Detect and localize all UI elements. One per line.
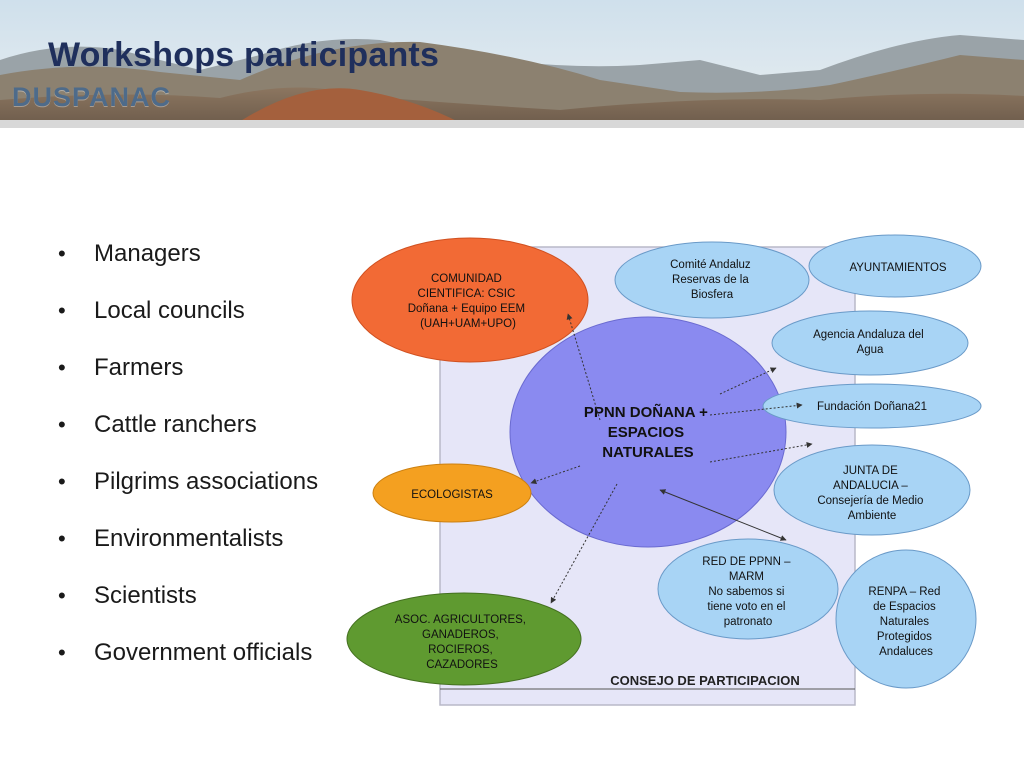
node-comite-andaluz [614,241,810,319]
arrow-asoc [550,483,618,604]
node-junta-label: JUNTA DE ANDALUCIA – Consejería de Medio… [817,465,926,522]
node-fundacion-donana21 [762,383,982,429]
list-item: Government officials [58,635,318,692]
node-ecologistas-label: ECOLOGISTAS [411,489,493,501]
header-banner [0,0,1024,128]
panel-label: CONSEJO DE PARTICIPACION [610,673,799,688]
center-line: ESPACIOS [608,424,684,441]
arrow-red-ppnn [659,489,787,541]
arrow-ecologistas [530,465,581,485]
node-asoc-label: ASOC. AGRICULTORES, GANADEROS, ROCIEROS,… [395,614,529,671]
list-item: Pilgrims associations [58,464,318,521]
duspanac-logo: DUSPANAC [12,82,172,112]
node-comite-label: Comité Andaluz Reservas de la Biosfera [670,259,754,301]
connector-arrows [530,313,813,604]
node-asoc-agricultores [346,592,582,686]
node-ecologistas [372,463,532,523]
arrow-fundacion [709,402,803,416]
node-renpa [835,549,977,689]
node-renpa-label: RENPA – Red de Espacios Naturales Proteg… [868,586,943,658]
node-fundacion-label: Fundación Doñana21 [817,401,927,413]
list-item: Local councils [58,293,318,350]
center-node-label: PPNN DOÑANA + ESPACIOS NATURALES [584,403,712,461]
node-agencia-label: Agencia Andaluza del Agua [813,329,927,356]
node-red-label: RED DE PPNN – MARM No sabemos si tiene v… [702,556,793,628]
arrow-junta [709,441,813,463]
center-line: NATURALES [602,444,693,461]
list-item: Scientists [58,578,318,635]
list-item: Cattle ranchers [58,407,318,464]
node-agencia-agua [771,310,969,376]
node-comunidad-cientifica [351,237,589,363]
list-item: Environmentalists [58,521,318,578]
node-ayuntamientos-label: AYUNTAMIENTOS [849,262,946,274]
node-ayuntamientos [808,234,982,298]
page-title: Workshops participants [48,36,440,74]
arrow-comunidad [566,313,601,421]
center-line: PPNN DOÑANA + [584,403,708,421]
mountain-landscape-image [0,0,1024,128]
list-item: Farmers [58,350,318,407]
node-comunidad-label: COMUNIDAD CIENTIFICA: CSIC Doñana + Equi… [408,273,529,330]
list-item: Managers [58,236,318,293]
participants-list: Managers Local councils Farmers Cattle r… [58,236,318,692]
participation-diagram: CONSEJO DE PARTICIPACION PPNN DOÑANA + E… [346,234,982,706]
